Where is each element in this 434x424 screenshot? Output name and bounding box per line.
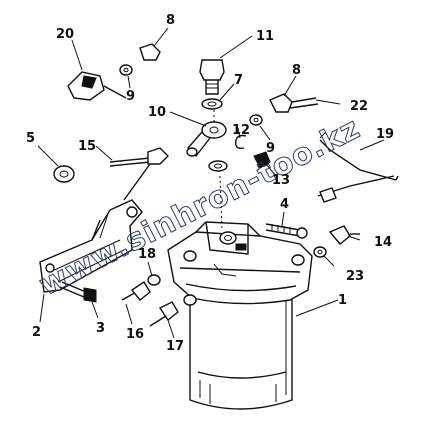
label-part-8-right: 8 (292, 63, 301, 78)
plug-right (183, 294, 197, 306)
label-part-14: 14 (374, 235, 392, 250)
wire-15 (109, 147, 169, 201)
part-labels: 1 2 3 4 5 7 8 8 9 9 10 11 12 13 14 15 16… (26, 13, 394, 354)
bracket-bolt (59, 281, 97, 303)
fitting-16 (121, 281, 151, 301)
cap-8-top (139, 43, 161, 61)
label-part-1: 1 (338, 293, 347, 308)
label-part-17: 17 (166, 339, 184, 354)
label-part-7: 7 (234, 73, 243, 88)
label-part-5: 5 (26, 131, 35, 146)
banjo-bolt-11 (199, 59, 225, 95)
sensor-20 (67, 71, 127, 101)
label-part-22: 22 (350, 99, 368, 114)
label-part-9-right: 9 (266, 141, 275, 156)
label-part-10: 10 (148, 105, 166, 120)
fitting-17 (149, 301, 179, 327)
harness-19 (317, 131, 399, 203)
washer-7 (201, 98, 223, 110)
label-part-2: 2 (32, 325, 41, 340)
lower-washer (208, 110, 228, 231)
washer-23 (313, 246, 327, 258)
washer-9-left (119, 64, 133, 76)
label-part-18: 18 (138, 247, 156, 262)
label-part-16: 16 (126, 327, 144, 342)
label-part-20: 20 (56, 27, 74, 42)
label-part-19: 19 (376, 127, 394, 142)
cap-8-right (269, 93, 319, 113)
label-part-11: 11 (256, 29, 274, 44)
banjo-fitting-10 (186, 121, 227, 158)
label-part-13: 13 (272, 173, 290, 188)
leader-lines (37, 27, 385, 339)
label-part-15: 15 (78, 139, 96, 154)
washer-9-right (249, 114, 263, 126)
fitting-18 (147, 274, 161, 286)
label-part-8-top: 8 (166, 13, 175, 28)
label-part-23: 23 (346, 269, 364, 284)
label-part-3: 3 (96, 321, 105, 336)
nut-5 (53, 165, 75, 183)
sensor-14 (328, 225, 360, 245)
label-part-4: 4 (280, 197, 289, 212)
mounting-bracket (39, 199, 143, 293)
clip-12 (234, 134, 247, 150)
label-part-9-left: 9 (126, 89, 135, 104)
head-bolt (265, 223, 308, 239)
label-part-12: 12 (232, 123, 250, 138)
filter-cartridge (189, 284, 293, 410)
